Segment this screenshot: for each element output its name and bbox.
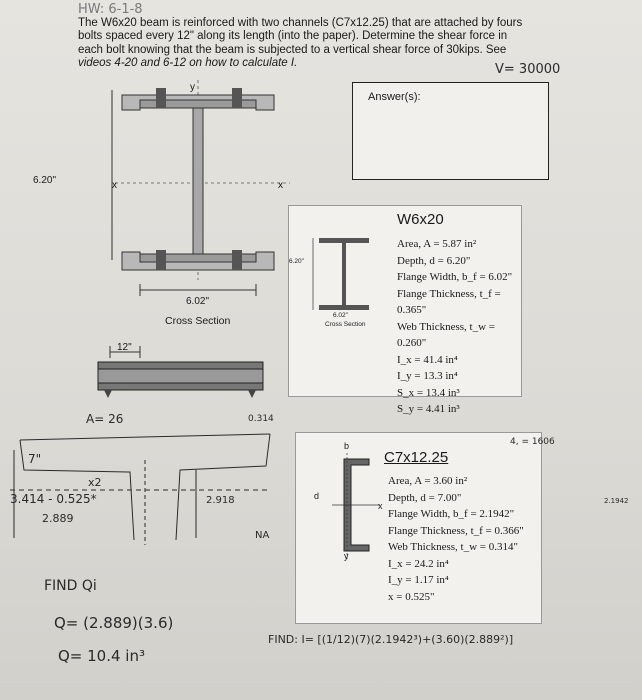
w-prop-sx: S_x = 13.4 in³ [397,386,460,399]
w-card-title: W6x20 [397,211,444,228]
problem-line: The W6x20 beam is reinforced with two ch… [78,16,523,29]
c-card-channel-sketch [332,453,380,559]
w-prop-flange-width: Flange Width, b_f = 6.02" [397,271,513,283]
handwritten-shear-note: V= 30000 [495,62,561,77]
c-label-d: d [314,491,320,501]
c-prop-area: Area, A = 3.60 in² [388,475,468,487]
hand-find-q: FIND Qi [44,578,97,594]
hand-result: 2.889 [42,512,74,525]
c-card-properties: Area, A = 3.60 in² Depth, d = 7.00" Flan… [388,473,524,605]
hand-q-equation: Q= (2.889)(3.6) [54,614,174,632]
bolt-spacing-label: 12" [117,342,132,353]
hand-dist-right: 2.918 [206,495,235,506]
c-prop-flange-width: Flange Width, b_f = 2.1942" [388,508,515,520]
y-axis-label: y [190,82,195,93]
c-prop-ix: I_x = 24.2 in⁴ [388,557,449,570]
c-label-y: y [344,551,349,561]
problem-statement: HW: 6-1-8 The W6x20 beam is reinforced w… [78,3,548,71]
c7x12-property-card: C7x12.25 b d x y Area, A = 3.60 in² Dept… [295,432,542,624]
c-prop-web-thickness: Web Thickness, t_w = 0.314" [388,541,518,553]
c-prop-flange-thickness: Flange Thickness, t_f = 0.366" [388,524,524,537]
w6x20-property-card: W6x20 6.20" 6.02" Cross Section Area, A … [288,205,522,415]
w-prop-iy: I_y = 13.3 in⁴ [397,370,458,382]
c-label-b: b [344,441,350,451]
homework-label: HW: 6-1-8 [78,2,143,17]
problem-line: each bolt knowing that the beam is subje… [78,43,507,56]
x-axis-label-right: x [278,180,283,191]
hand-seven: 7" [28,452,42,466]
w-card-width-label: 6.02" [333,312,348,319]
w-prop-depth: Depth, d = 6.20" [397,254,471,267]
width-dimension-label: 6.02" [186,296,210,307]
problem-line: bolts spaced every 12" along its length … [78,30,508,42]
handwritten-t-sketch [10,433,271,545]
w-card-mini-section [312,238,369,310]
c-label-x: x [378,501,383,511]
answer-label: Answer(s): [368,91,421,103]
hand-top-right-note: 4, = 1606 [510,437,555,447]
hand-dist-top: 0.314 [248,414,274,424]
hand-q-result: Q= 10.4 in³ [58,647,145,665]
hand-find-i: FIND: I= [(1/12)(7)(2.1942³)+(3.60)(2.88… [268,633,514,646]
hand-x2: x2 [88,476,102,489]
w-card-height-label: 6.20" [289,258,304,265]
c-card-title: C7x12.25 [384,449,449,466]
hand-area: A= 26 [86,412,124,426]
w-prop-sy: S_y = 4.41 in³ [397,403,460,415]
hand-expression: 3.414 - 0.525* [10,492,97,506]
c-prop-xbar: x = 0.525" [388,590,435,603]
c-prop-iy: I_y = 1.17 in⁴ [388,574,449,586]
hand-na: NA [255,530,270,541]
w-prop-flange-thickness: Flange Thickness, t_f = 0.365" [397,287,501,317]
c-prop-depth: Depth, d = 7.00" [388,491,462,504]
cross-section-drawing [111,80,290,296]
problem-line: videos 4-20 and 6-12 on how to calculate… [78,57,298,69]
answer-box[interactable]: Answer(s): [352,82,549,180]
w-card-caption: Cross Section [325,321,366,328]
w-prop-web-thickness: Web Thickness, t_w = 0.260" [397,320,495,350]
w-prop-area: Area, A = 5.87 in² [397,238,477,250]
beam-side-view [97,346,264,398]
cross-section-caption: Cross Section [165,315,231,327]
hand-side-note: 2.1942 [604,497,629,505]
height-dimension-label: 6.20" [33,175,57,186]
w-prop-ix: I_x = 41.4 in⁴ [397,353,458,366]
w-card-properties: Area, A = 5.87 in² Depth, d = 6.20" Flan… [397,236,521,418]
x-axis-label: x [112,180,117,191]
